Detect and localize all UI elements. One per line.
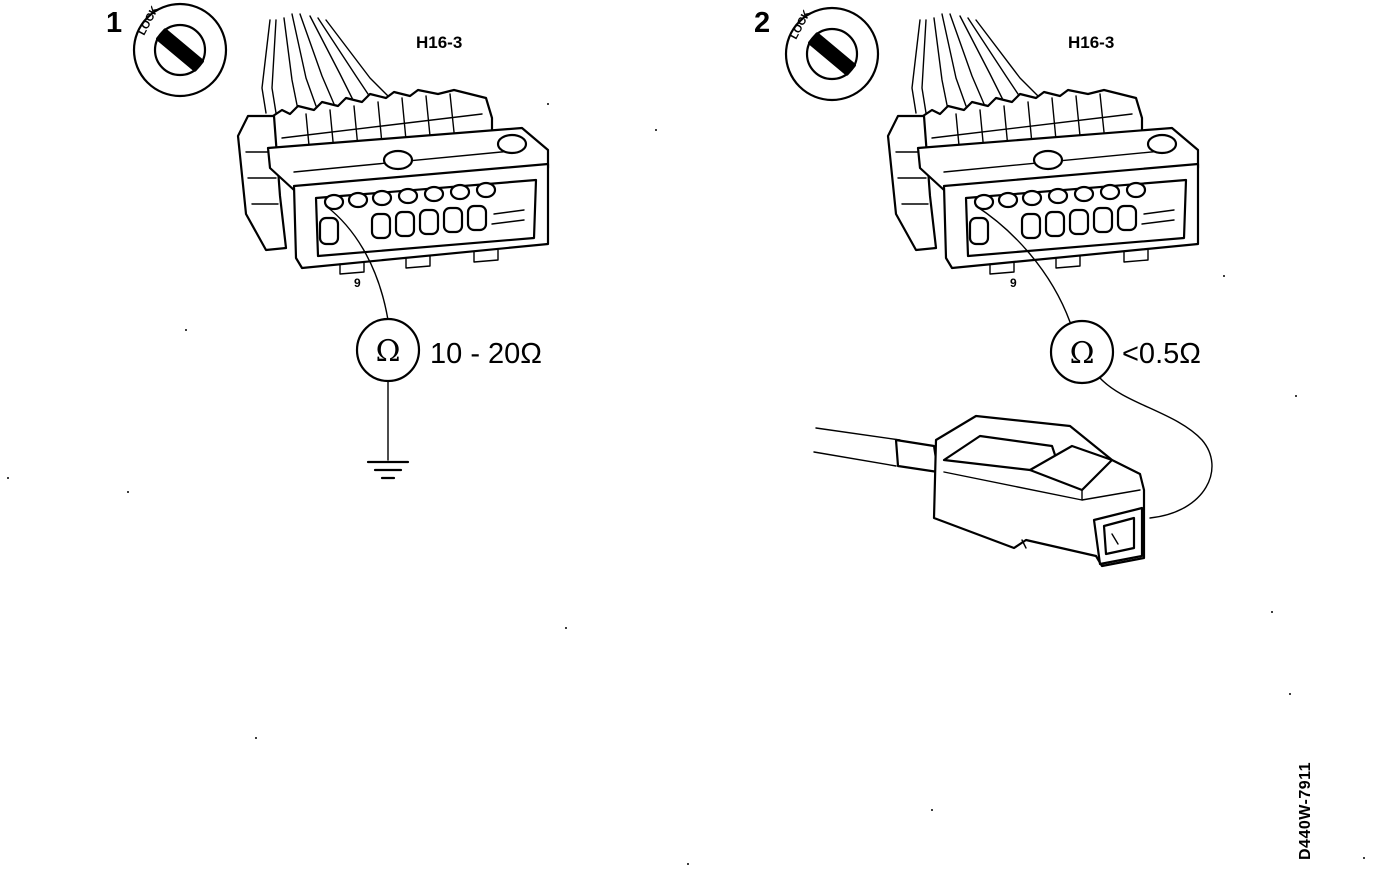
step-number: 1 [106,7,122,39]
component-lead [1099,377,1213,519]
pin-label: 9 [354,276,361,290]
print-specks [7,103,1365,865]
pin-label: 9 [1010,276,1017,290]
resistance-reading: <0.5Ω [1122,338,1201,370]
step-number: 2 [754,7,770,39]
connector-label: H16-3 [416,33,462,52]
ohm-symbol: Ω [376,334,401,369]
resistance-reading: 10 - 20Ω [430,338,542,370]
connector-icon [886,12,1200,276]
probe-lead [975,205,1071,323]
panel-1: 1 LOCK H16-3 9 Ω 10 - 20Ω [106,2,550,480]
connector-icon [236,12,550,276]
ignition-lock-icon: LOCK [784,6,880,102]
panel-2: 2 LOCK H16-3 9 Ω <0.5Ω [754,6,1213,568]
figure-code: D440W-7911 [1297,762,1314,860]
plug-icon [813,414,1146,568]
ohm-symbol: Ω [1070,336,1095,371]
ohmmeter-icon: Ω [355,317,421,383]
ground-icon [366,460,410,480]
ignition-lock-icon: LOCK [132,2,228,98]
probe-lead [325,205,389,321]
connector-label: H16-3 [1068,33,1114,52]
ohmmeter-icon: Ω [1049,319,1115,385]
